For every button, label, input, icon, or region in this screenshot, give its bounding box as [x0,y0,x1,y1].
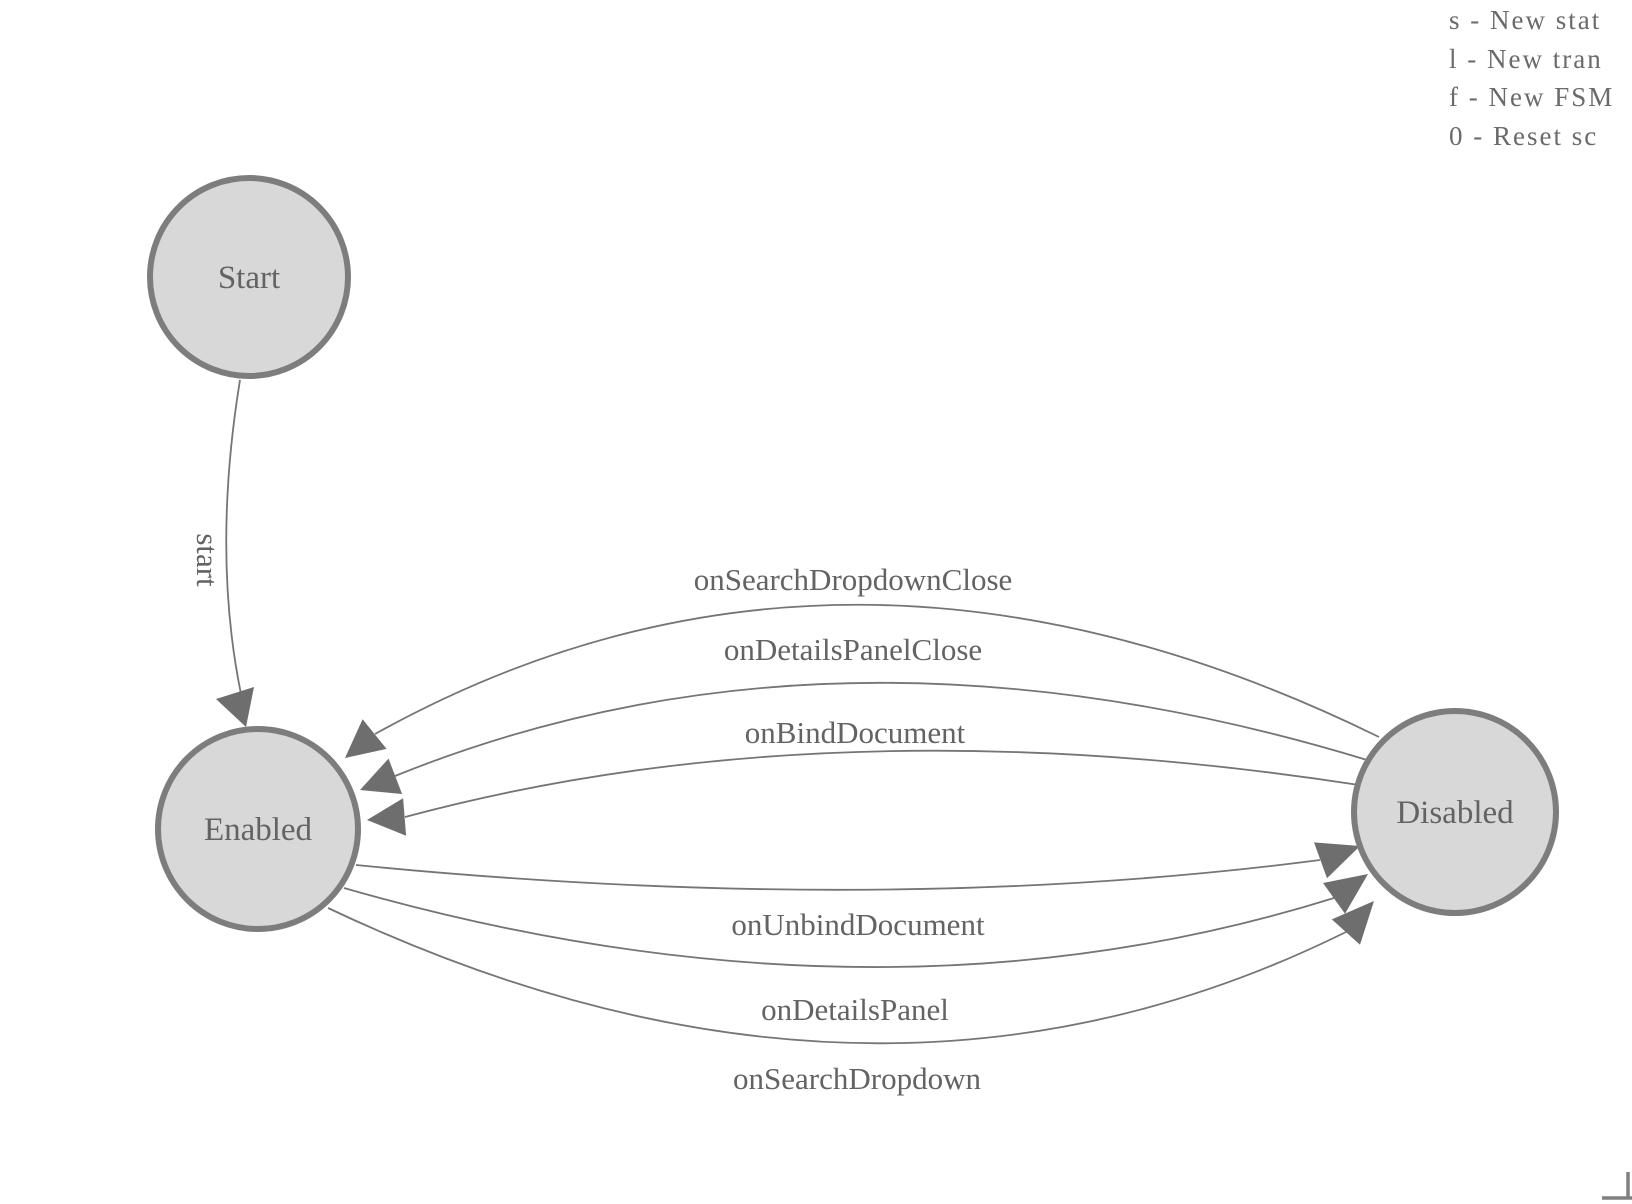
edge-start-to-enabled: start [190,379,254,727]
legend-line-reset: 0 - Reset sc [1449,120,1599,151]
edge-label-on-search-dropdown-close: onSearchDropdownClose [694,562,1013,597]
edge-label-on-details-panel-close: onDetailsPanelClose [724,632,982,667]
state-label-start: Start [218,260,280,296]
shortcut-legend: s - New stat l - New tran f - New FSM 0 … [1449,1,1632,155]
edge-path [355,859,1321,891]
arrowhead-icon [1314,842,1360,879]
arrowhead-icon [1323,874,1368,914]
edge-path [374,603,1380,738]
legend-line-new-fsm: f - New FSM [1449,82,1615,112]
edge-label-on-search-dropdown: onSearchDropdown [733,1061,981,1096]
arrowhead-icon [1331,901,1374,945]
arrowhead-icon [367,798,407,836]
edge-path [327,907,1347,1045]
legend-line-new-transition: l - New tran [1449,43,1603,74]
clipped-corner-mark [1602,1172,1632,1200]
edge-label-start: start [190,533,225,587]
state-label-disabled: Disabled [1396,795,1514,831]
edge-on-details-panel-close: onDetailsPanelClose [360,632,1368,794]
edge-on-search-dropdown-close: onSearchDropdownClose [345,562,1380,758]
arrowhead-icon [360,758,403,794]
edge-label-on-bind-document: onBindDocument [745,715,966,750]
state-node-start[interactable]: Start [147,175,351,379]
state-node-disabled[interactable]: Disabled [1351,708,1559,916]
edge-on-unbind-document: onUnbindDocument [355,842,1360,942]
arrowhead-icon [345,719,387,758]
edge-path [225,379,242,695]
state-circle-start[interactable] [147,175,351,379]
state-circle-enabled[interactable] [155,726,361,932]
edge-on-bind-document: onBindDocument [367,715,1360,836]
edge-path [343,887,1335,968]
arrowhead-icon [216,687,254,727]
legend-line-new-state: s - New stat [1449,5,1602,35]
edge-label-on-details-panel: onDetailsPanel [761,992,949,1027]
state-circle-disabled[interactable] [1351,708,1559,916]
state-label-enabled: Enabled [204,812,313,848]
edge-on-details-panel: onDetailsPanel [343,874,1368,1027]
edge-path [394,681,1368,777]
edge-on-search-dropdown: onSearchDropdown [327,901,1374,1096]
edge-path [404,749,1360,818]
edge-label-on-unbind-document: onUnbindDocument [731,907,985,942]
state-node-enabled[interactable]: Enabled [155,726,361,932]
